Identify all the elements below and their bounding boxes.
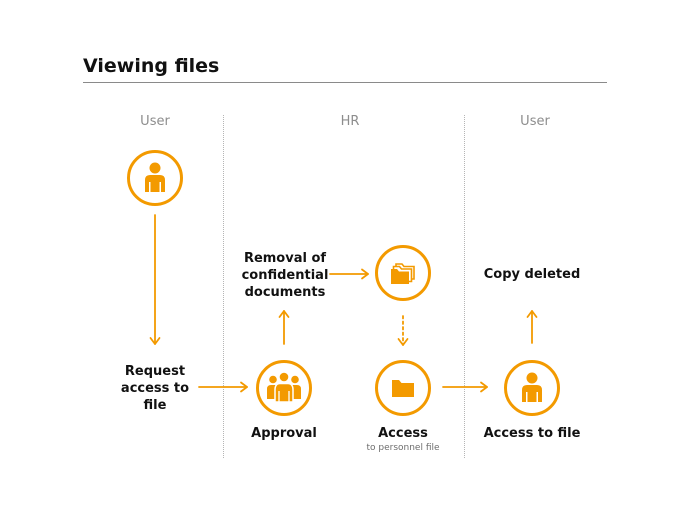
arrow-right-folders xyxy=(329,268,369,280)
copy-deleted-label: Copy deleted xyxy=(483,267,581,282)
person-icon xyxy=(145,162,165,192)
approval-node xyxy=(256,360,312,416)
arrow-right-user-access xyxy=(442,381,488,393)
group-icon xyxy=(267,372,301,403)
arrow-up-removal xyxy=(278,310,290,345)
request-label: Request access to file xyxy=(120,364,190,413)
access-to-file-label: Access to file xyxy=(483,426,581,441)
person-icon xyxy=(522,372,542,402)
user-access-node xyxy=(504,360,560,416)
column-divider-right xyxy=(464,115,465,458)
folder-icon xyxy=(392,380,414,397)
arrow-down-request xyxy=(149,214,161,345)
column-divider-left xyxy=(223,115,224,458)
arrow-up-copy-deleted xyxy=(526,310,538,344)
column-header-user-left: User xyxy=(140,114,170,129)
user-request-node xyxy=(127,150,183,206)
arrow-dotted-down-access xyxy=(397,315,409,346)
access-node xyxy=(375,360,431,416)
title-rule xyxy=(83,82,607,83)
access-sublabel: to personnel file xyxy=(366,443,440,453)
approval-label: Approval xyxy=(251,426,317,441)
column-header-user-right: User xyxy=(520,114,550,129)
access-label: Access xyxy=(378,426,428,441)
removal-label: Removal of confidential documents xyxy=(241,251,329,300)
folders-icon xyxy=(391,263,415,284)
arrow-right-approval xyxy=(198,381,248,393)
column-header-hr: HR xyxy=(340,114,360,129)
removal-node xyxy=(375,245,431,301)
page-title: Viewing files xyxy=(83,55,220,77)
